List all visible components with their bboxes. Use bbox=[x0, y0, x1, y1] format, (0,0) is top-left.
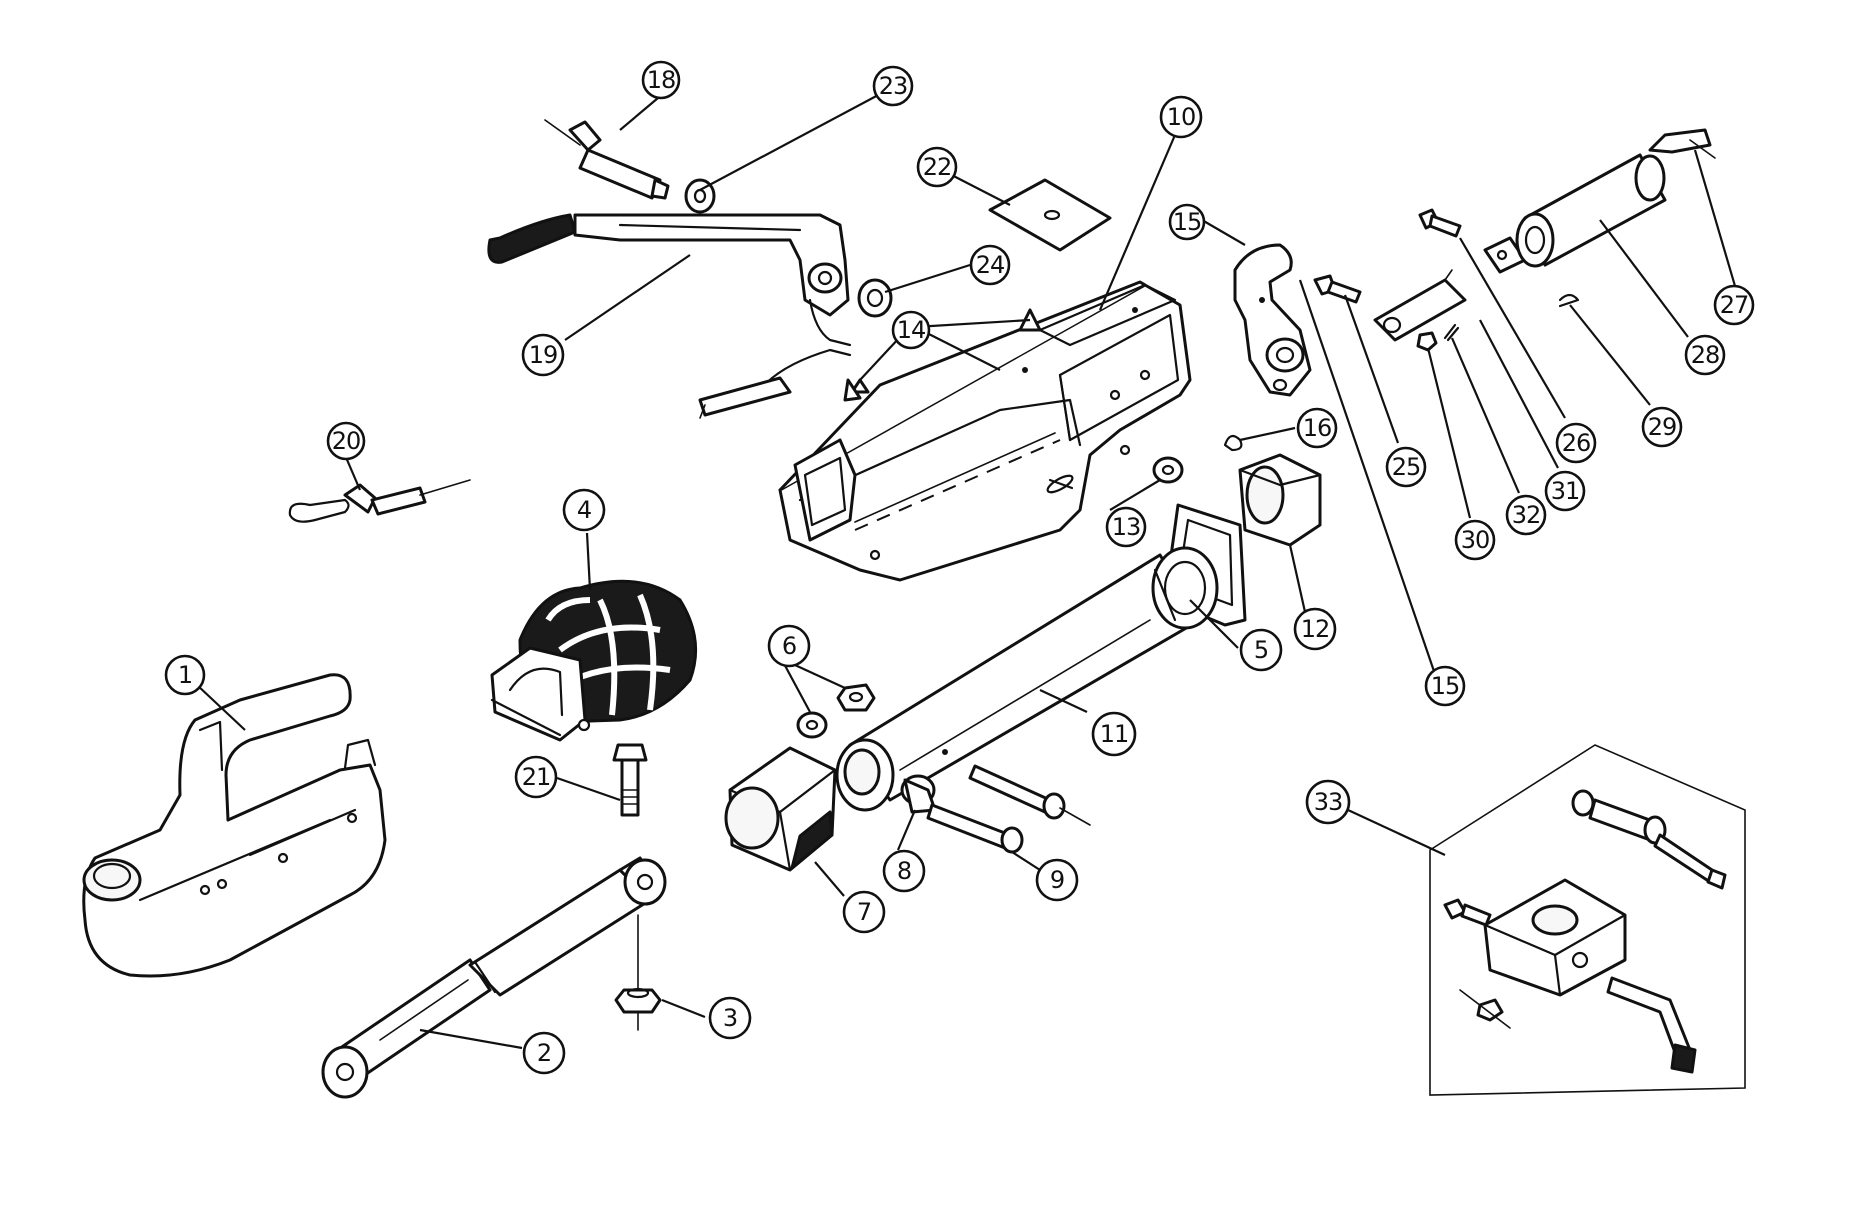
svg-text:27: 27 bbox=[1720, 291, 1749, 319]
part-9-bolts bbox=[926, 764, 1091, 854]
svg-text:25: 25 bbox=[1392, 453, 1421, 481]
svg-text:24: 24 bbox=[976, 251, 1005, 279]
part-30-nut bbox=[1416, 331, 1438, 352]
callout-3: 3 bbox=[708, 996, 752, 1040]
svg-text:4: 4 bbox=[577, 496, 591, 524]
part-18-bolt bbox=[544, 119, 670, 200]
svg-text:8: 8 bbox=[897, 857, 911, 885]
svg-text:5: 5 bbox=[1254, 636, 1268, 664]
svg-text:2: 2 bbox=[537, 1039, 551, 1067]
callout-1: 1 bbox=[164, 654, 206, 696]
callout-13: 13 bbox=[1105, 506, 1147, 548]
part-15-lever bbox=[1233, 243, 1312, 397]
svg-text:18: 18 bbox=[647, 66, 676, 94]
svg-text:11: 11 bbox=[1100, 720, 1129, 748]
svg-text:15: 15 bbox=[1173, 208, 1202, 236]
part-21-bolt bbox=[612, 743, 648, 817]
callout-9: 9 bbox=[1035, 858, 1079, 902]
callout-18: 18 bbox=[641, 60, 681, 100]
callout-28: 28 bbox=[1684, 334, 1726, 376]
callout-30: 30 bbox=[1454, 519, 1496, 561]
part-31-clevis bbox=[1373, 269, 1467, 342]
callout-29: 29 bbox=[1641, 406, 1683, 448]
callout-31: 31 bbox=[1544, 470, 1586, 512]
callout-6: 6 bbox=[767, 624, 811, 668]
part-26-bolt bbox=[1418, 208, 1462, 238]
part-2-shock-absorber bbox=[321, 856, 667, 1099]
part-33-jockey-clamp-assembly bbox=[1429, 744, 1746, 1096]
svg-text:9: 9 bbox=[1050, 866, 1064, 894]
svg-text:16: 16 bbox=[1303, 414, 1332, 442]
svg-text:14: 14 bbox=[897, 316, 926, 344]
svg-text:3: 3 bbox=[723, 1004, 737, 1032]
part-1-coupling-head bbox=[82, 673, 387, 978]
callout-15-lower: 15 bbox=[1424, 665, 1466, 707]
svg-text:30: 30 bbox=[1461, 526, 1490, 554]
callout-8: 8 bbox=[882, 849, 926, 893]
part-6-washers bbox=[796, 683, 876, 739]
part-32-pin bbox=[1443, 323, 1460, 342]
part-24-bushing-ring bbox=[857, 278, 893, 318]
svg-text:7: 7 bbox=[857, 898, 871, 926]
callout-2: 2 bbox=[522, 1031, 566, 1075]
part-12-bushing bbox=[1238, 453, 1322, 547]
callout-32: 32 bbox=[1505, 494, 1547, 536]
callout-5: 5 bbox=[1239, 628, 1283, 672]
callout-12: 12 bbox=[1293, 607, 1337, 651]
part-27-crank-handle bbox=[1648, 128, 1716, 159]
svg-text:10: 10 bbox=[1167, 103, 1196, 131]
callout-25: 25 bbox=[1385, 446, 1427, 488]
callout-15-upper: 15 bbox=[1168, 203, 1206, 241]
part-8-sleeve bbox=[900, 774, 937, 814]
callout-21: 21 bbox=[514, 755, 558, 799]
callout-24: 24 bbox=[969, 244, 1011, 286]
part-13-nut bbox=[1152, 456, 1184, 484]
callout-11: 11 bbox=[1091, 711, 1137, 757]
svg-text:28: 28 bbox=[1691, 341, 1720, 369]
svg-text:31: 31 bbox=[1551, 477, 1580, 505]
callout-33: 33 bbox=[1305, 779, 1351, 825]
callout-22: 22 bbox=[916, 146, 958, 188]
callout-16: 16 bbox=[1296, 407, 1338, 449]
callout-4: 4 bbox=[562, 488, 606, 532]
svg-text:1: 1 bbox=[178, 661, 192, 689]
svg-text:26: 26 bbox=[1562, 429, 1591, 457]
callout-23: 23 bbox=[872, 65, 914, 107]
svg-text:6: 6 bbox=[782, 632, 796, 660]
part-25-bolt bbox=[1313, 274, 1362, 304]
part-4-bellows bbox=[490, 579, 698, 742]
callout-10: 10 bbox=[1159, 95, 1203, 139]
part-22-plate bbox=[988, 178, 1112, 252]
callout-27: 27 bbox=[1713, 284, 1755, 326]
svg-text:22: 22 bbox=[923, 153, 952, 181]
svg-text:19: 19 bbox=[529, 341, 558, 369]
svg-text:23: 23 bbox=[879, 72, 908, 100]
callout-20: 20 bbox=[326, 421, 366, 461]
part-20-breakaway-cable bbox=[288, 479, 471, 523]
svg-text:20: 20 bbox=[332, 427, 361, 455]
svg-text:15: 15 bbox=[1431, 672, 1460, 700]
svg-text:12: 12 bbox=[1301, 615, 1330, 643]
svg-text:21: 21 bbox=[522, 763, 551, 791]
part-11-drawbar-tube bbox=[835, 546, 1219, 812]
svg-text:29: 29 bbox=[1648, 413, 1677, 441]
part-29-split-pin bbox=[1558, 293, 1580, 308]
part-3-nut bbox=[614, 914, 662, 1031]
svg-text:13: 13 bbox=[1112, 513, 1141, 541]
part-19-hand-lever bbox=[487, 213, 852, 419]
part-16-clip bbox=[1223, 434, 1243, 452]
callout-19: 19 bbox=[521, 333, 565, 377]
leader-lines bbox=[196, 92, 1737, 1050]
svg-text:33: 33 bbox=[1314, 788, 1343, 816]
callout-7: 7 bbox=[842, 890, 886, 934]
part-10-housing bbox=[778, 280, 1192, 582]
callout-14: 14 bbox=[891, 310, 931, 350]
part-28-jockey-tube bbox=[1483, 153, 1667, 274]
part-7-bushing-block bbox=[724, 746, 837, 872]
svg-text:32: 32 bbox=[1512, 501, 1541, 529]
callout-26: 26 bbox=[1555, 422, 1597, 464]
